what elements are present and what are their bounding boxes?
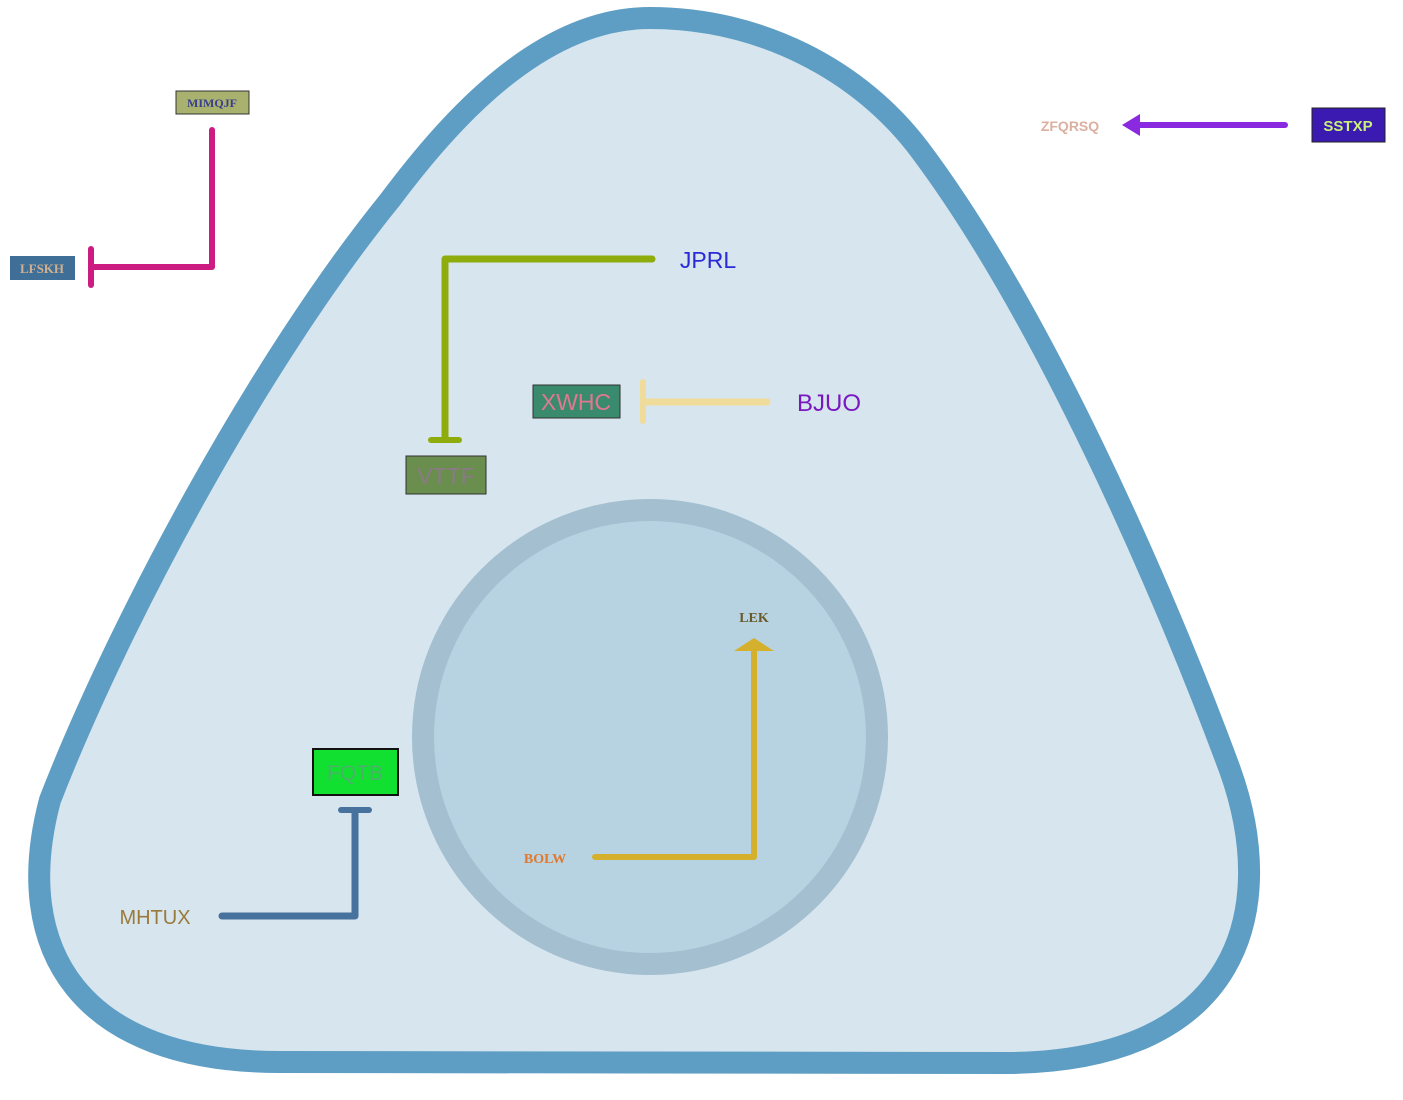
node-box (10, 256, 75, 280)
node-label: LFSKH (20, 261, 64, 276)
node-lfskh[interactable]: LFSKH (10, 256, 75, 280)
node-label: LEK (739, 611, 769, 626)
node-box (312, 748, 399, 796)
node-sstxp[interactable]: SSTXP (1311, 107, 1386, 143)
node-mhtux[interactable]: MHTUX (119, 907, 190, 929)
node-fqtb[interactable]: FQTB (312, 748, 399, 796)
node-mimqjf[interactable]: MIMQJF (175, 90, 250, 115)
node-box (175, 90, 250, 115)
edge-jprl-vttf (428, 255, 656, 443)
node-label: XWHC (541, 389, 611, 415)
node-label: BOLW (524, 852, 566, 867)
edge-bjuo-xwhc (640, 379, 771, 424)
edge-sstxp-zfqrsq (1122, 114, 1288, 136)
node-bolw[interactable]: BOLW (524, 852, 566, 867)
edge-bolw-lek (592, 638, 774, 860)
node-box (405, 455, 487, 495)
node-lek[interactable]: LEK (739, 611, 769, 626)
node-bjuo[interactable]: BJUO (797, 390, 861, 417)
node-label: JPRL (680, 247, 736, 273)
node-label: BJUO (797, 390, 861, 417)
node-label: MIMQJF (187, 96, 237, 110)
node-xwhc[interactable]: XWHC (532, 384, 621, 419)
edge-mimqjf-lfskh (88, 127, 215, 288)
nucleus (412, 499, 888, 975)
node-zfqrsq[interactable]: ZFQRSQ (1041, 118, 1099, 134)
node-box (532, 384, 621, 419)
node-box (1311, 107, 1386, 143)
node-jprl[interactable]: JPRL (680, 247, 736, 273)
node-vttf[interactable]: VTTF (405, 455, 487, 495)
node-label: SSTXP (1323, 118, 1372, 135)
node-label: MHTUX (119, 907, 190, 929)
node-label: VTTF (417, 463, 475, 489)
node-label: FQTB (327, 762, 383, 785)
edge-mhtux-fqtb (218, 807, 372, 920)
node-label: ZFQRSQ (1041, 118, 1099, 134)
